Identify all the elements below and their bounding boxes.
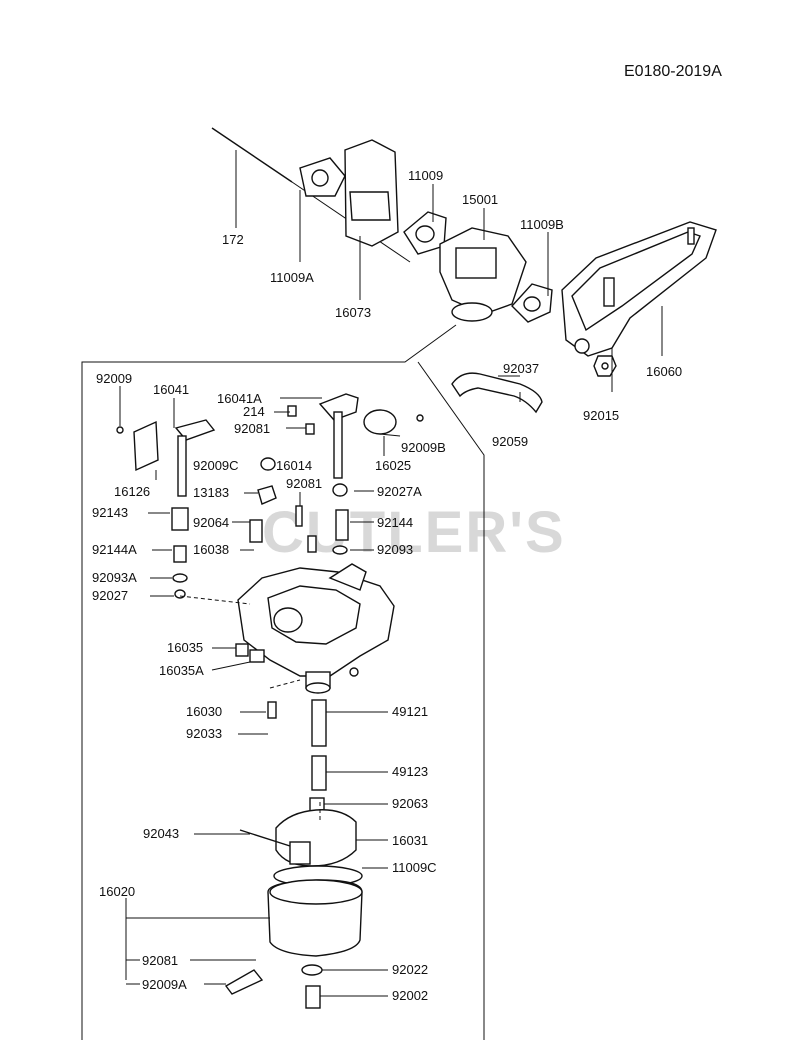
label-92093A: 92093A bbox=[92, 570, 137, 585]
label-16073: 16073 bbox=[335, 305, 371, 320]
label-16025: 16025 bbox=[375, 458, 411, 473]
label-92081-a: 92081 bbox=[234, 421, 270, 436]
detail-frame bbox=[81, 324, 457, 1040]
diagram-code: E0180-2019A bbox=[624, 63, 722, 80]
label-15001: 15001 bbox=[462, 192, 498, 207]
label-92009: 92009 bbox=[96, 371, 132, 386]
label-92143: 92143 bbox=[92, 505, 128, 520]
label-172: 172 bbox=[222, 232, 244, 247]
label-16014: 16014 bbox=[276, 458, 312, 473]
label-92009A: 92009A bbox=[142, 977, 187, 992]
carburetor-exploded bbox=[116, 393, 424, 1009]
label-92027A: 92027A bbox=[377, 484, 422, 499]
part-labels: 172 11009A 16073 11009 15001 11009B 1606… bbox=[92, 168, 682, 1003]
label-16126: 16126 bbox=[114, 484, 150, 499]
label-92064: 92064 bbox=[193, 515, 229, 530]
label-13183: 13183 bbox=[193, 485, 229, 500]
label-92022: 92022 bbox=[392, 962, 428, 977]
label-49123: 49123 bbox=[392, 764, 428, 779]
label-16035: 16035 bbox=[167, 640, 203, 655]
watermark: CUTLER'S bbox=[262, 500, 566, 565]
label-92037: 92037 bbox=[503, 361, 539, 376]
label-16060: 16060 bbox=[646, 364, 682, 379]
label-16041: 16041 bbox=[153, 382, 189, 397]
label-92043: 92043 bbox=[143, 826, 179, 841]
label-92002: 92002 bbox=[392, 988, 428, 1003]
label-92144: 92144 bbox=[377, 515, 413, 530]
leader-lines bbox=[119, 150, 663, 997]
label-16035A: 16035A bbox=[159, 663, 204, 678]
label-16020: 16020 bbox=[99, 884, 135, 899]
label-214: 214 bbox=[243, 404, 265, 419]
label-92009B: 92009B bbox=[401, 440, 446, 455]
label-92033: 92033 bbox=[186, 726, 222, 741]
label-92015: 92015 bbox=[583, 408, 619, 423]
label-16041A: 16041A bbox=[217, 391, 262, 406]
label-92144A: 92144A bbox=[92, 542, 137, 557]
label-92093: 92093 bbox=[377, 542, 413, 557]
label-49121: 49121 bbox=[392, 704, 428, 719]
label-92059: 92059 bbox=[492, 434, 528, 449]
label-92081-b: 92081 bbox=[286, 476, 322, 491]
label-11009B: 11009B bbox=[520, 217, 564, 232]
label-16038: 16038 bbox=[193, 542, 229, 557]
label-16030: 16030 bbox=[186, 704, 222, 719]
label-92009C: 92009C bbox=[193, 458, 239, 473]
label-11009: 11009 bbox=[408, 168, 443, 183]
label-11009A: 11009A bbox=[270, 270, 314, 285]
upper-assembly bbox=[211, 127, 717, 414]
label-16031: 16031 bbox=[392, 833, 428, 848]
label-92081-c: 92081 bbox=[142, 953, 178, 968]
label-92027: 92027 bbox=[92, 588, 128, 603]
label-11009C: 11009C bbox=[392, 860, 437, 875]
label-92063: 92063 bbox=[392, 796, 428, 811]
